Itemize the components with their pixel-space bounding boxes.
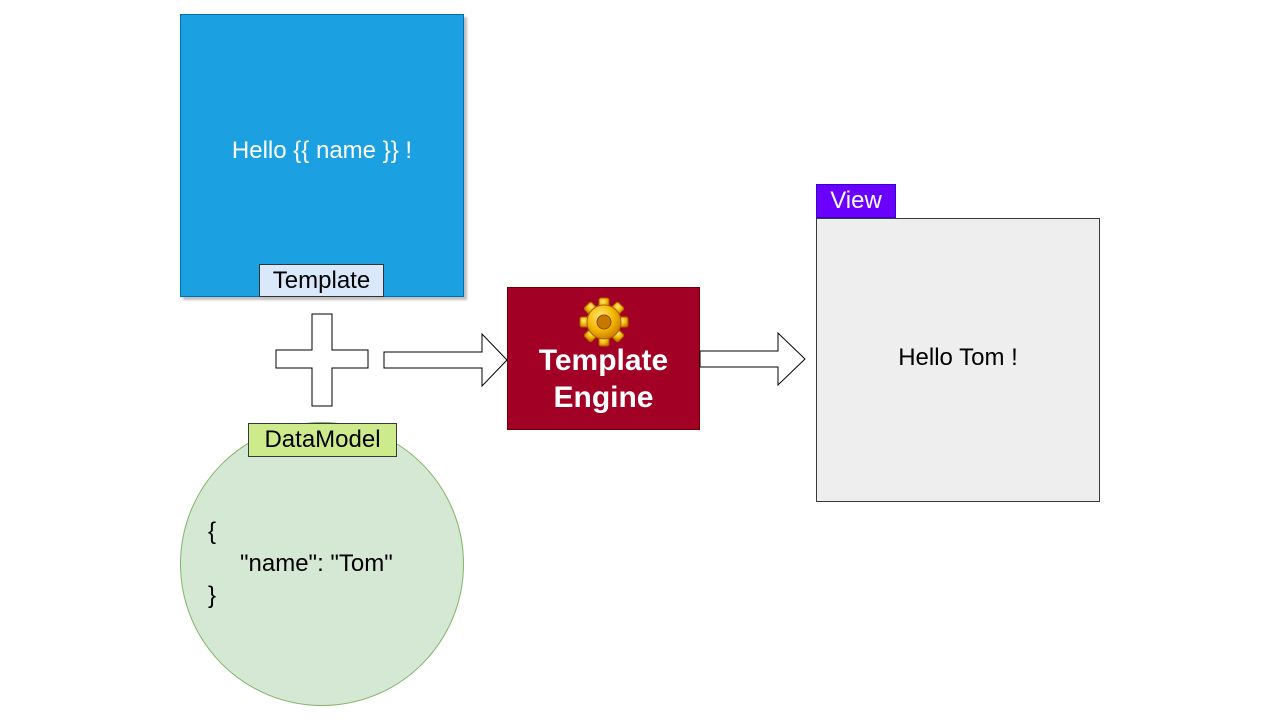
view-box: Hello Tom ! (816, 218, 1100, 502)
engine-title: Template Engine (539, 342, 668, 416)
view-content: Hello Tom ! (898, 344, 1018, 371)
template-content: Hello {{ name }} ! (231, 136, 413, 164)
template-label: Template (259, 264, 384, 297)
gear-icon (579, 297, 628, 347)
arrow-right-icon (383, 332, 508, 388)
engine-title-line1: Template (538, 344, 669, 377)
data-model-circle (180, 422, 464, 706)
data-model-label: DataModel (248, 423, 397, 457)
engine-title-line2: Engine (553, 381, 654, 414)
json-body: "name": "Tom" (240, 550, 393, 577)
json-close: } (208, 582, 217, 609)
plus-icon (275, 313, 369, 407)
json-content: { "name": "Tom"} (208, 516, 393, 612)
json-open: { (208, 518, 217, 545)
template-box: Hello {{ name }} ! (180, 14, 464, 297)
arrow-right-icon (699, 331, 806, 387)
template-engine-box: Template Engine (507, 287, 700, 430)
view-label: View (816, 184, 896, 218)
